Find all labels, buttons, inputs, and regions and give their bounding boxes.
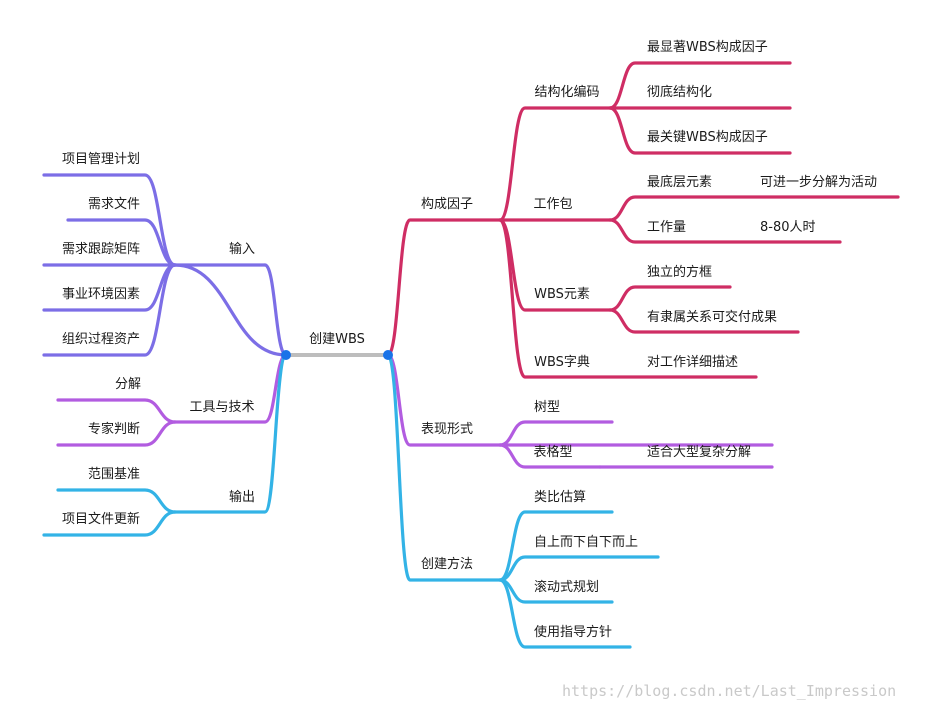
factors-connector [386, 218, 502, 357]
element-item-label: 独立的方框 [647, 265, 713, 280]
input-connector [263, 263, 288, 357]
methods-item-label: 自上而下自下而上 [534, 535, 639, 550]
input-node-label: 输入 [228, 242, 256, 257]
dictionary-node-label: WBS字典 [534, 355, 590, 370]
workpackage-item-connector [608, 218, 842, 244]
element-item-connector [608, 308, 800, 334]
table-node-label: 表格型 [533, 445, 573, 460]
tools-item-label: 分解 [115, 377, 142, 392]
workpackage-lowest-label: 最底层元素 [647, 175, 713, 190]
tools-item-connector [56, 420, 177, 447]
root-left-dot [281, 350, 291, 360]
tools-item-label: 专家判断 [88, 422, 141, 437]
workpackage-lowest-detail: 可进一步分解为活动 [760, 175, 878, 190]
coding-item-connector [608, 106, 792, 155]
coding-item-label: 最关键WBS构成因子 [647, 130, 768, 145]
tree-connector [498, 420, 614, 447]
output-item-connector [56, 488, 177, 514]
table-connector [498, 443, 602, 469]
output-item-connector [42, 510, 177, 537]
output-item-label: 项目文件更新 [62, 512, 141, 527]
workpackage-effort-detail: 8-80人时 [760, 220, 816, 235]
workpackage-node-label: 工作包 [533, 197, 573, 212]
tree-node-label: 树型 [533, 400, 561, 415]
mindmap-dots [281, 350, 393, 360]
tools-node-label: 工具与技术 [189, 400, 255, 415]
input-item-label: 项目管理计划 [62, 152, 141, 167]
input-item-label: 事业环境因素 [62, 287, 141, 302]
element-item-label: 有隶属关系可交付成果 [647, 310, 778, 325]
input-item-connector [42, 173, 177, 267]
table-detail: 适合大型复杂分解 [647, 445, 752, 460]
coding-connector [498, 106, 612, 222]
input-item-connector [42, 263, 177, 357]
workpackage-effort-label: 工作量 [647, 220, 687, 235]
mindmap-edges [42, 61, 900, 649]
root-right-dot [383, 350, 393, 360]
methods-connector [386, 353, 502, 582]
methods-item-label: 类比估算 [534, 490, 587, 505]
methods-item-connector [498, 578, 632, 649]
coding-item-label: 最显著WBS构成因子 [647, 40, 768, 55]
output-connector [173, 353, 288, 514]
forms-node-label: 表现形式 [420, 422, 474, 437]
input-item-label: 组织过程资产 [62, 332, 141, 347]
output-item-label: 范围基准 [88, 467, 141, 482]
element-node-label: WBS元素 [534, 287, 590, 302]
dictionary-detail: 对工作详细描述 [647, 355, 739, 370]
dictionary-connector [498, 218, 758, 379]
methods-node-label: 创建方法 [420, 557, 474, 572]
workpackage-item-connector [608, 195, 900, 222]
methods-item-connector [498, 510, 614, 582]
input-item-label: 需求跟踪矩阵 [62, 242, 141, 257]
element-item-connector [608, 285, 732, 312]
methods-item-connector [498, 555, 660, 582]
factors-node-label: 构成因子 [420, 197, 474, 212]
coding-node-label: 结构化编码 [534, 85, 600, 100]
coding-item-label: 彻底结构化 [647, 85, 713, 100]
tools-item-connector [56, 398, 177, 424]
input-item-label: 需求文件 [88, 197, 141, 212]
methods-item-label: 使用指导方针 [534, 625, 613, 640]
root-node-label: 创建WBS [309, 332, 365, 347]
watermark-text: https://blog.csdn.net/Last_Impression [562, 682, 897, 700]
methods-item-label: 滚动式规划 [534, 580, 600, 595]
input-connector [173, 263, 288, 357]
output-node-label: 输出 [228, 490, 256, 505]
